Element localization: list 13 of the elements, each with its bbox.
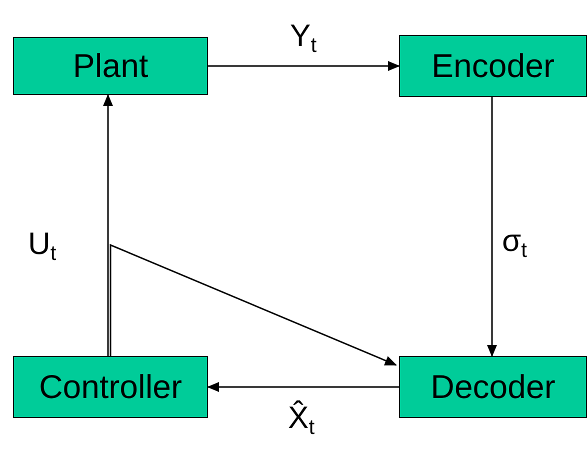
arrow: [487, 97, 497, 357]
process-box: [399, 35, 587, 97]
process-box: [399, 356, 587, 418]
node-label: Controller: [38, 368, 182, 406]
node-label: Decoder: [430, 368, 556, 406]
process-box: [13, 356, 208, 418]
arrow: [207, 382, 399, 392]
arrow: [103, 94, 113, 356]
process-box: [13, 37, 208, 95]
node-label: Encoder: [432, 47, 554, 85]
node-label: Plant: [72, 47, 148, 85]
arrow: [110, 244, 397, 366]
arrow: [208, 61, 400, 71]
